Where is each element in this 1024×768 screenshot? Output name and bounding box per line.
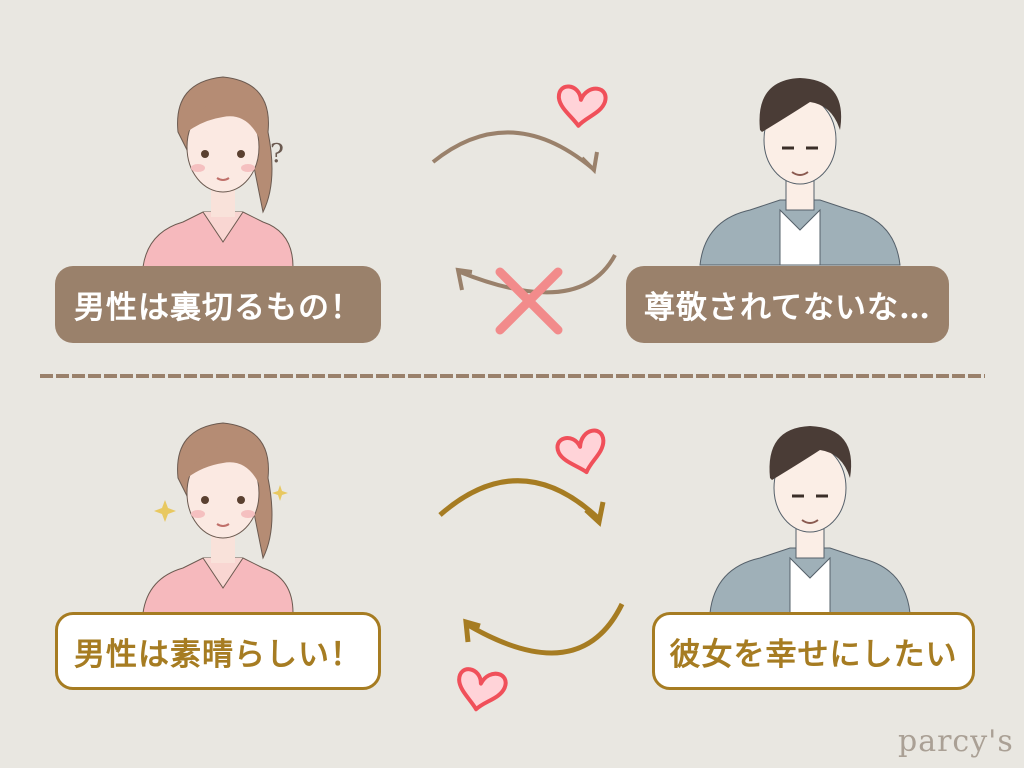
man-smiling-illustration xyxy=(708,424,912,615)
man-thought-label-top: 尊敬されてないな… xyxy=(626,266,949,343)
heart-icon xyxy=(450,662,510,717)
woman-thought-label-bottom: 男性は素晴らしい！ xyxy=(55,612,381,690)
sparkle-icon xyxy=(154,485,288,522)
cross-icon xyxy=(495,267,563,335)
arrow-head xyxy=(463,618,481,643)
heart-icon xyxy=(552,80,610,132)
question-mark-icon: ? xyxy=(270,139,284,169)
heart-icon xyxy=(553,427,611,479)
arrow-head xyxy=(584,501,606,527)
woman-thinking-illustration xyxy=(142,76,294,268)
woman-thought-label-top: 男性は裏切るもの！ xyxy=(55,266,381,343)
arrow-woman-to-man xyxy=(431,130,594,170)
man-illustration xyxy=(698,76,902,267)
man-thought-label-bottom: 彼女を幸せにしたい xyxy=(652,612,975,690)
arrow-man-to-woman xyxy=(459,254,617,295)
arrow-man-to-woman xyxy=(466,602,625,656)
arrow-head xyxy=(580,151,599,175)
arrow-head xyxy=(455,267,473,291)
arrow-woman-to-man xyxy=(438,478,600,520)
watermark: parcy's xyxy=(898,724,1014,759)
